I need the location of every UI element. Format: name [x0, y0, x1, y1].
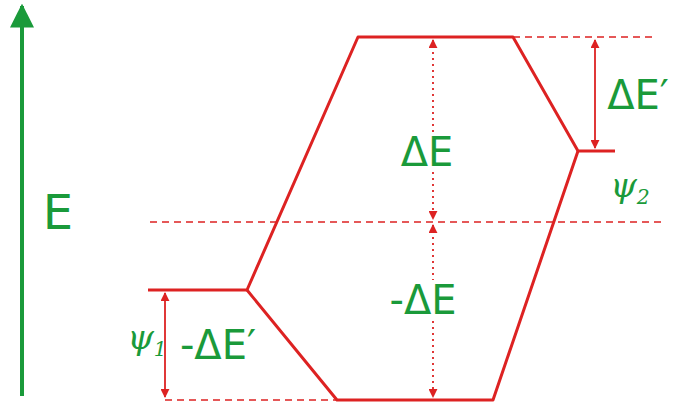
- energy-label: -ΔE: [387, 280, 458, 320]
- energy-label: ΔE′: [605, 75, 671, 115]
- energy-axis: [20, 6, 24, 396]
- splitting-arrows: [165, 40, 595, 397]
- energy-label: E: [41, 188, 75, 236]
- orbital-label: ψ2: [608, 168, 652, 208]
- energy-label: -ΔE′: [178, 325, 258, 365]
- guide-lines: [150, 37, 662, 400]
- energy-levels: [148, 37, 615, 400]
- orbital-label: ψ1: [125, 320, 169, 360]
- energy-label: ΔE: [399, 132, 456, 172]
